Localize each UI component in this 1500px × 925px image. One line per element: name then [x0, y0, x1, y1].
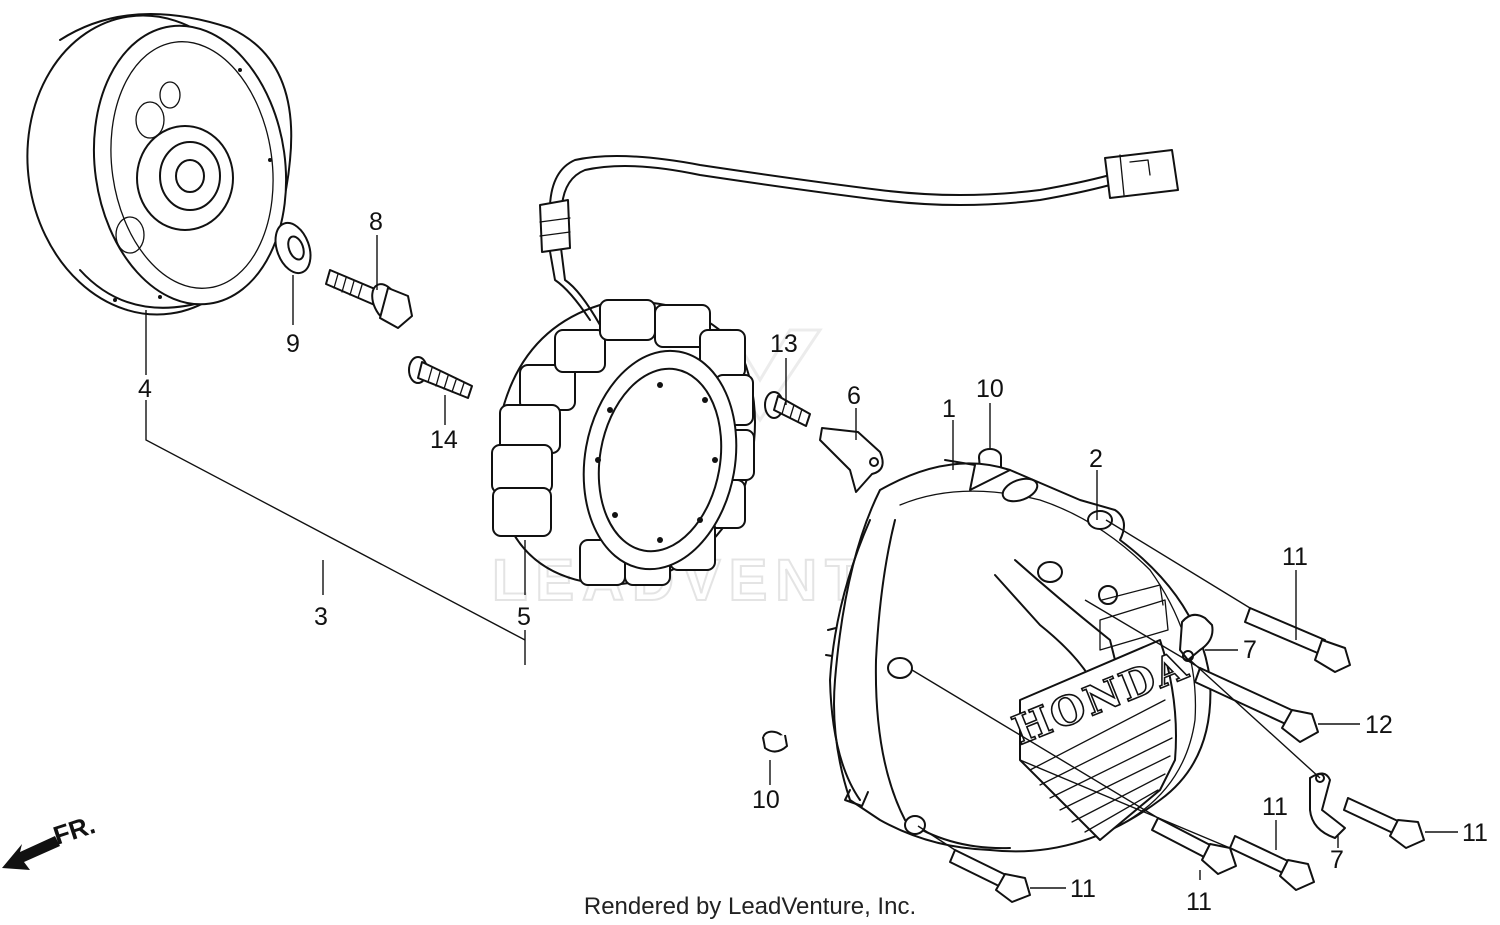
- callout-6: 6: [847, 382, 861, 410]
- wire-clip-lower[interactable]: [1309, 772, 1346, 839]
- left-crankcase-cover[interactable]: HONDA: [825, 459, 1212, 853]
- callout-11-bottom: 11: [1186, 888, 1212, 916]
- callout-9: 9: [286, 330, 300, 358]
- cover-bolt-right-upper[interactable]: [1244, 607, 1351, 673]
- callout-3: 3: [314, 603, 328, 631]
- cover-bolt-lower-center[interactable]: [1151, 817, 1237, 875]
- callout-14: 14: [430, 426, 458, 454]
- leader-lines: [145, 235, 1458, 889]
- stator-screw[interactable]: [408, 356, 473, 399]
- callout-5: 5: [517, 603, 531, 631]
- dowel-pin-lower[interactable]: [761, 729, 788, 753]
- callout-10-lower: 10: [752, 786, 780, 814]
- callout-11-right: 11: [1282, 543, 1308, 571]
- callout-11-bottom-left: 11: [1070, 875, 1096, 903]
- washer[interactable]: [269, 218, 317, 278]
- callout-11-far-right: 11: [1462, 819, 1488, 847]
- callout-13: 13: [770, 330, 798, 358]
- callout-7-lower: 7: [1330, 846, 1344, 874]
- callout-4: 4: [138, 375, 152, 403]
- footer-credit: Rendered by LeadVenture, Inc.: [583, 893, 917, 920]
- callout-10-upper: 10: [976, 375, 1004, 403]
- cover-bolt-long[interactable]: [1194, 667, 1319, 743]
- front-arrow-icon: [2, 836, 60, 870]
- wire-clamp[interactable]: [819, 427, 884, 493]
- front-label: FR.: [50, 809, 99, 850]
- wire-clip-upper[interactable]: [1179, 613, 1214, 662]
- callout-8: 8: [369, 208, 383, 236]
- callout-12: 12: [1365, 711, 1393, 739]
- cover-bolt-clip[interactable]: [1343, 797, 1425, 849]
- front-direction-indicator: FR.: [2, 809, 99, 870]
- callout-1: 1: [942, 395, 956, 423]
- flywheel-rotor[interactable]: [8, 0, 303, 331]
- callouts: 1 2 3 4 5 6 7 7 8 9 10 10 11 11 11 11 11…: [138, 208, 1488, 916]
- stator-coil[interactable]: [491, 149, 1179, 586]
- callout-7-upper: 7: [1243, 636, 1257, 664]
- callout-2: 2: [1089, 445, 1103, 473]
- pulser-screw[interactable]: [764, 391, 811, 427]
- flange-bolt[interactable]: [325, 269, 413, 329]
- cover-bolt-lower-left[interactable]: [949, 849, 1031, 903]
- callout-11-center: 11: [1262, 793, 1288, 821]
- cover-bolt-lower-mid[interactable]: [1229, 835, 1315, 891]
